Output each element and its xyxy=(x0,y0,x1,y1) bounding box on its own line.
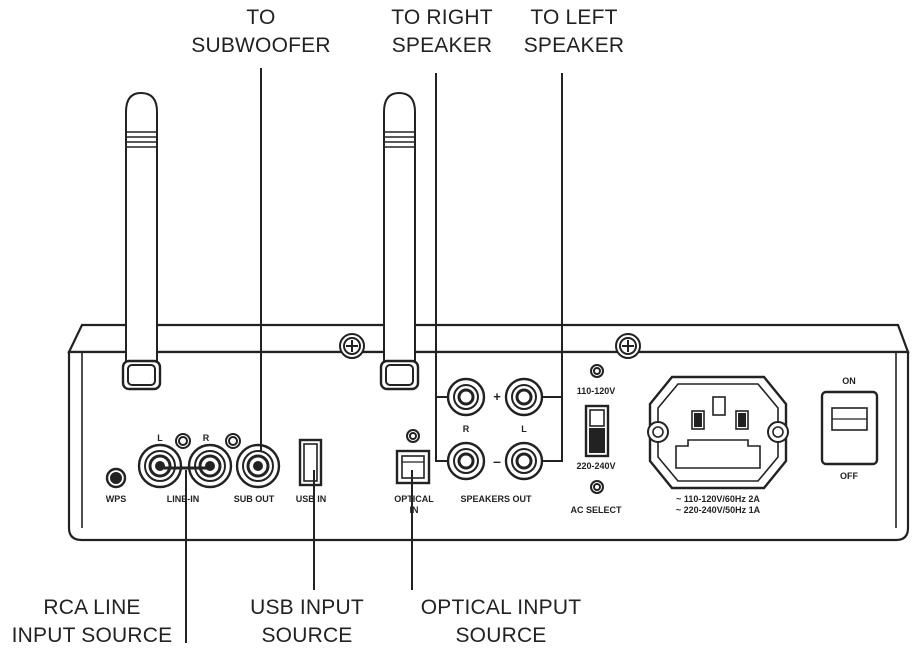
voltage-110-label: 110-120V xyxy=(577,386,616,396)
ac-select-switch[interactable] xyxy=(584,404,610,458)
speaker-r-label: R xyxy=(463,424,470,434)
callout-subwoofer-line2: SUBWOOFER xyxy=(191,34,331,57)
leader-lines xyxy=(185,68,563,643)
speaker-terminal-left-negative[interactable] xyxy=(504,441,544,481)
callout-left-speaker-line1: TO LEFT xyxy=(530,6,618,29)
callout-rca-line: RCA LINE INPUT SOURCE xyxy=(2,594,182,650)
callout-rca-line2: INPUT SOURCE xyxy=(11,624,173,647)
callout-rca-line1: RCA LINE xyxy=(43,596,141,619)
power-off-label: OFF xyxy=(840,471,858,481)
usb-in-label: USB IN xyxy=(296,494,327,504)
speaker-terminal-right-positive[interactable] xyxy=(446,377,486,417)
line-in-r-label: R xyxy=(203,433,210,443)
ac-select-indicator-top xyxy=(590,364,604,378)
panel-labels: WPS L R LINE-IN SUB OUT USB IN OPTICAL I… xyxy=(106,376,859,515)
callout-usb-input: USB INPUT SOURCE xyxy=(232,594,382,650)
optical-label-line2: IN xyxy=(410,505,419,515)
power-switch[interactable] xyxy=(820,390,879,466)
power-on-label: ON xyxy=(842,376,856,386)
optical-indicator xyxy=(406,429,420,443)
line-in-jack-left[interactable] xyxy=(137,443,183,489)
callout-right-speaker-line2: SPEAKER xyxy=(391,34,493,57)
voltage-220-label: 220-240V xyxy=(576,461,615,471)
wps-label: WPS xyxy=(106,494,127,504)
plus-label: + xyxy=(493,389,501,404)
speaker-terminal-right-negative[interactable] xyxy=(446,441,486,481)
callout-left-speaker-line2: SPEAKER xyxy=(523,34,625,57)
speaker-l-label: L xyxy=(521,424,527,434)
callout-usb-line2: SOURCE xyxy=(261,624,353,647)
sub-out-ground-screw xyxy=(225,433,241,449)
line-in-ground-screw xyxy=(175,433,191,449)
ac-select-indicator-bottom xyxy=(590,480,604,494)
ac-power-inlet[interactable] xyxy=(647,375,789,490)
callout-right-speaker: TO RIGHT SPEAKER xyxy=(377,4,507,60)
optical-label-line1: OPTICAL xyxy=(394,494,434,504)
minus-label: – xyxy=(493,453,501,469)
speaker-terminal-left-positive[interactable] xyxy=(504,377,544,417)
chassis-screw-left xyxy=(339,333,365,359)
callout-optical-line2: SOURCE xyxy=(455,624,547,647)
antenna-right xyxy=(379,91,420,391)
callout-usb-line1: USB INPUT xyxy=(250,596,364,619)
callout-optical-input: OPTICAL INPUT SOURCE xyxy=(408,594,594,650)
callout-right-speaker-line1: TO RIGHT xyxy=(391,6,493,29)
sub-out-jack[interactable] xyxy=(235,443,281,489)
callout-subwoofer-line1: TO xyxy=(246,6,276,29)
line-in-l-label: L xyxy=(157,433,163,443)
usb-port[interactable] xyxy=(298,438,323,487)
chassis-screw-right xyxy=(615,333,641,359)
callout-optical-line1: OPTICAL INPUT xyxy=(420,596,582,619)
callout-subwoofer: TO SUBWOOFER xyxy=(186,4,336,60)
rating-line2: ~ 220-240V/50Hz 1A xyxy=(676,505,761,515)
speakers-out-label: SPEAKERS OUT xyxy=(460,494,532,504)
sub-out-label: SUB OUT xyxy=(234,494,275,504)
rating-line1: ~ 110-120V/60Hz 2A xyxy=(676,494,760,504)
antenna-left xyxy=(121,91,162,391)
wps-button[interactable] xyxy=(105,467,127,489)
ac-select-label: AC SELECT xyxy=(570,505,622,515)
line-in-jack-right[interactable] xyxy=(187,443,233,489)
callout-left-speaker: TO LEFT SPEAKER xyxy=(510,4,638,60)
line-in-label: LINE-IN xyxy=(167,494,200,504)
